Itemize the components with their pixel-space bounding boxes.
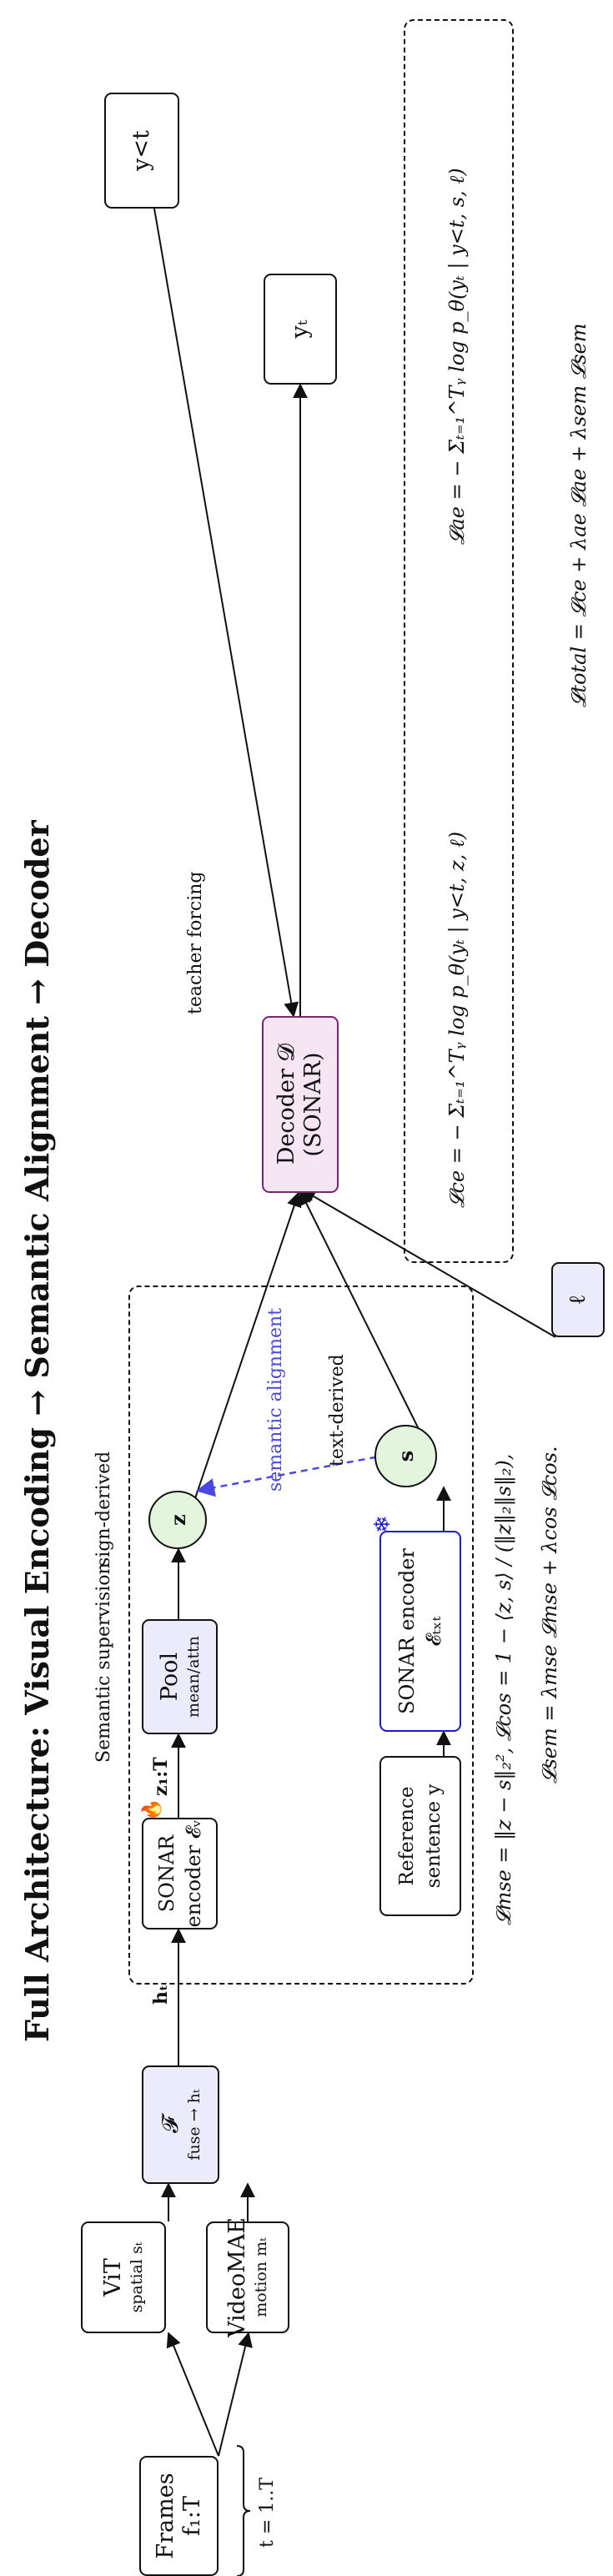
page-title: Full Architecture: Visual Encoding → Sem… — [18, 820, 56, 2042]
loss-sem: 𝓛sem = λmse 𝓛mse + λcos 𝓛cos. — [538, 1446, 561, 1784]
arrow-frames-videomae — [218, 2332, 253, 2457]
z-node: z — [148, 1491, 207, 1549]
frames-label: Frames f₁:T — [152, 2473, 205, 2559]
decoder-label: Decoder 𝓓 — [274, 1044, 299, 1165]
loss-ae: 𝓛ae = − Σₜ₌₁^Tᵧ log p_θ(yₜ | y<t, s, ℓ) — [445, 168, 469, 545]
reference-sentence-node: Reference sentence y — [379, 1756, 461, 1916]
sonar-visual-encoder: SONAR encoder 𝓔ᵥ — [142, 1818, 218, 1929]
vit-label: ViT — [100, 2258, 126, 2297]
y-t-label: yₜ — [287, 319, 313, 339]
vit-sublabel: spatial sₜ — [128, 2241, 146, 2313]
language-label: ℓ — [565, 1294, 590, 1306]
y-prev-label: y<t — [128, 130, 154, 171]
fuse-node: 𝓕 fuse → hₜ — [142, 2065, 219, 2184]
text-derived-label: text-derived — [327, 1354, 348, 1467]
fuse-sublabel: fuse → hₜ — [184, 2089, 203, 2161]
frames-range-label: t = 1..T — [257, 2478, 278, 2548]
h-t-label: hₜ — [150, 1984, 172, 2005]
arrow-frames-vit — [166, 2332, 219, 2457]
trainable-flame-icon: 🔥 — [142, 1798, 163, 1821]
arrow-s-decoder — [299, 1190, 425, 1440]
loss-total: 𝓛total = 𝓛ce + λae 𝓛ae + λsem 𝓛sem — [567, 323, 590, 707]
frozen-snowflake-icon: ❄ — [370, 1515, 395, 1533]
frames-node: Frames f₁:T — [139, 2456, 219, 2576]
videomae-label: VideoMAE — [224, 2216, 250, 2338]
pool-sublabel: mean/attn — [183, 1635, 203, 1718]
loss-ce: 𝓛ce = − Σₜ₌₁^Tᵧ log p_θ(yₜ | y<t, z, ℓ) — [445, 831, 469, 1208]
semantic-supervision-label: Semantic supervision — [93, 1562, 114, 1763]
pool-node: Pool mean/attn — [142, 1619, 218, 1734]
videomae-node: VideoMAE motion mₜ — [206, 2217, 289, 2337]
videomae-sublabel: motion mₜ — [252, 2237, 270, 2317]
decoder-sublabel: (SONAR) — [300, 1052, 326, 1157]
vit-node: ViT spatial sₜ — [81, 2221, 166, 2333]
reference-label: Reference sentence y — [396, 1784, 445, 1889]
s-node: s — [374, 1425, 437, 1487]
pool-label: Pool — [156, 1652, 183, 1702]
range-brace — [236, 2445, 251, 2576]
teacher-forcing-label: teacher forcing — [185, 871, 206, 1014]
loss-mse-cos: 𝓛mse = ‖z − s‖₂², 𝓛cos = 1 − ⟨z, s⟩ / (‖… — [492, 1453, 515, 1925]
fuse-label: 𝓕 — [157, 2116, 183, 2133]
y-prev-node: y<t — [104, 93, 179, 209]
decoder-node: Decoder 𝓓 (SONAR) — [262, 1016, 339, 1193]
arrow-yprev-decoder — [153, 208, 299, 1018]
semantic-alignment-label: semantic alignment — [265, 1308, 286, 1492]
sonar-text-label: SONAR encoder 𝓔ₜₓₜ — [395, 1548, 445, 1714]
arrow-lang-decoder — [300, 1189, 556, 1338]
z-seq-label: z₁:T — [150, 1757, 172, 1796]
sonar-text-encoder: SONAR encoder 𝓔ₜₓₜ — [379, 1531, 461, 1732]
sonar-visual-label: SONAR encoder 𝓔ᵥ — [154, 1819, 205, 1928]
language-node: ℓ — [551, 1262, 605, 1337]
y-t-node: yₜ — [264, 274, 337, 385]
sign-derived-label: sign-derived — [93, 1451, 114, 1567]
